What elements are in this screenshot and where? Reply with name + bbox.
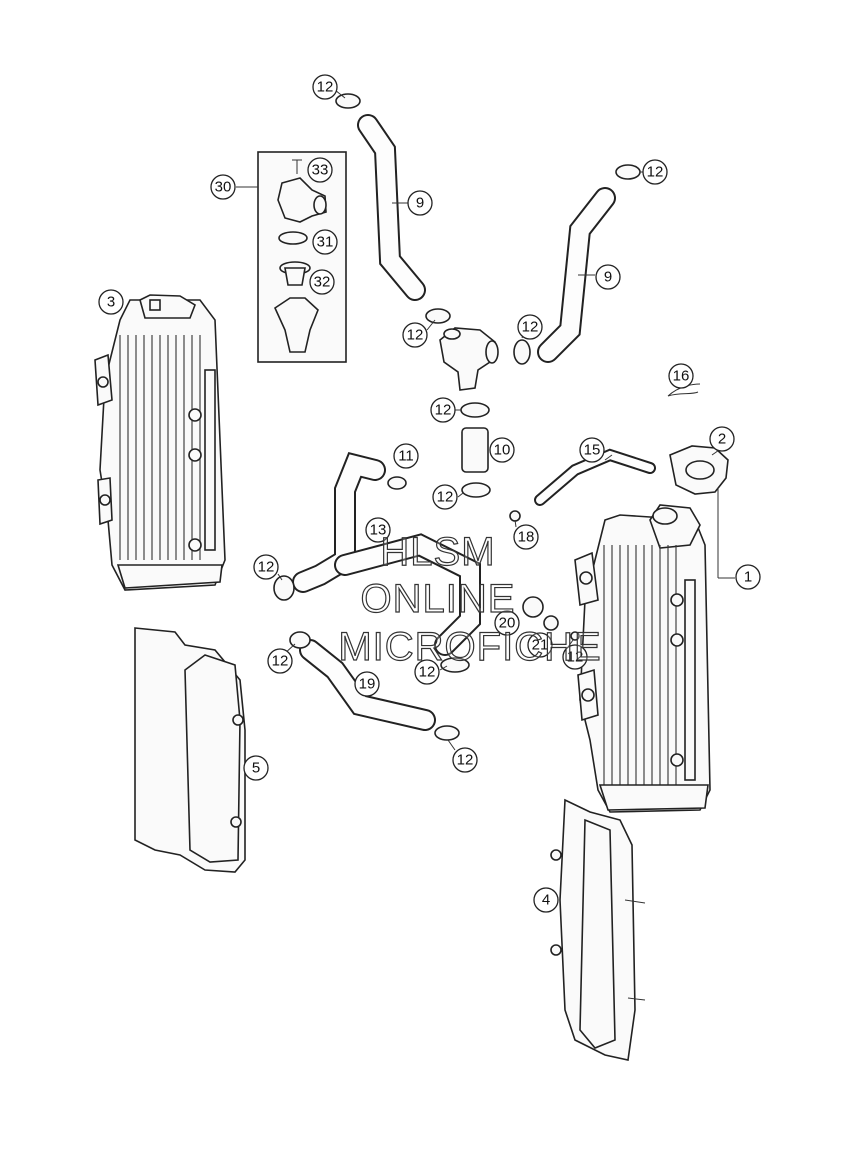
svg-text:21: 21 [532, 637, 549, 654]
svg-text:2: 2 [718, 431, 726, 448]
svg-text:33: 33 [312, 162, 329, 179]
callout-12-i: 12 [414, 659, 440, 685]
svg-text:11: 11 [398, 448, 414, 465]
callout-12-f: 12 [432, 484, 458, 510]
callout-12-a: 12 [312, 74, 338, 100]
svg-text:5: 5 [252, 760, 260, 777]
svg-text:10: 10 [494, 442, 511, 459]
svg-text:12: 12 [272, 653, 289, 670]
callout-32: 32 [309, 269, 335, 295]
svg-text:31: 31 [317, 234, 334, 251]
callout-12-b: 12 [642, 159, 668, 185]
right-radiator [574, 504, 711, 813]
water-pump-t-piece [439, 327, 499, 391]
callout-12-j: 12 [452, 747, 478, 773]
callout-4: 4 [533, 887, 559, 913]
svg-text:16: 16 [673, 368, 690, 385]
svg-text:HLSM: HLSM [380, 530, 495, 574]
callout-12-g: 12 [253, 554, 279, 580]
callout-1: 1 [735, 564, 761, 590]
watermark: HLSM ONLINE MICROFICHE [338, 529, 602, 669]
left-radiator-guard [134, 627, 246, 873]
svg-text:9: 9 [416, 195, 424, 212]
svg-text:1: 1 [744, 569, 752, 586]
svg-text:20: 20 [499, 615, 516, 632]
svg-text:12: 12 [567, 649, 584, 666]
callout-11: 11 [393, 443, 419, 469]
svg-text:32: 32 [314, 274, 331, 291]
svg-text:12: 12 [317, 79, 334, 96]
svg-text:18: 18 [518, 529, 535, 546]
callout-19: 19 [354, 671, 380, 697]
callout-13: 13 [365, 517, 391, 543]
thermostat-group-box [257, 151, 347, 363]
svg-text:12: 12 [437, 489, 454, 506]
svg-text:12: 12 [407, 327, 424, 344]
svg-text:12: 12 [457, 752, 474, 769]
svg-text:ONLINE: ONLINE [361, 577, 516, 621]
callout-5: 5 [243, 755, 269, 781]
right-radiator-guard [550, 798, 646, 1061]
hoses [292, 114, 701, 731]
svg-text:12: 12 [419, 664, 436, 681]
callout-18: 18 [513, 524, 539, 550]
callout-20: 20 [494, 610, 520, 636]
callout-12-h: 12 [267, 648, 293, 674]
svg-text:15: 15 [584, 442, 601, 459]
svg-text:12: 12 [522, 319, 539, 336]
callout-3: 3 [98, 289, 124, 315]
callout-30: 30 [210, 174, 236, 200]
svg-text:12: 12 [435, 402, 452, 419]
svg-text:9: 9 [604, 269, 612, 286]
callout-2: 2 [709, 426, 735, 452]
callout-33: 33 [307, 157, 333, 183]
thermostat [279, 261, 311, 286]
o-ring [278, 231, 308, 245]
callout-31: 31 [312, 229, 338, 255]
svg-text:12: 12 [647, 164, 664, 181]
callout-12-e: 12 [430, 397, 456, 423]
svg-text:19: 19 [359, 676, 376, 693]
callouts: 12 12 12 12 12 12 12 12 12 12 12 9 9 30 … [98, 74, 761, 913]
callout-9-a: 9 [407, 190, 433, 216]
svg-text:4: 4 [542, 892, 550, 909]
callout-12-d: 12 [517, 314, 543, 340]
callout-12-k: 12 [562, 644, 588, 670]
radiator-cap [669, 445, 729, 495]
svg-text:3: 3 [107, 294, 115, 311]
callout-15: 15 [579, 437, 605, 463]
callout-16: 16 [668, 363, 694, 389]
svg-text:30: 30 [215, 179, 232, 196]
callout-9-b: 9 [595, 264, 621, 290]
callout-21: 21 [527, 632, 553, 658]
callout-12-c: 12 [402, 322, 428, 348]
svg-text:13: 13 [370, 522, 387, 539]
svg-text:MICROFICHE: MICROFICHE [338, 625, 601, 669]
svg-text:12: 12 [258, 559, 275, 576]
thermostat-base [273, 297, 319, 353]
callout-10: 10 [489, 437, 515, 463]
thermostat-housing [277, 177, 327, 223]
left-radiator [94, 294, 226, 591]
hose-clamps [273, 93, 641, 741]
